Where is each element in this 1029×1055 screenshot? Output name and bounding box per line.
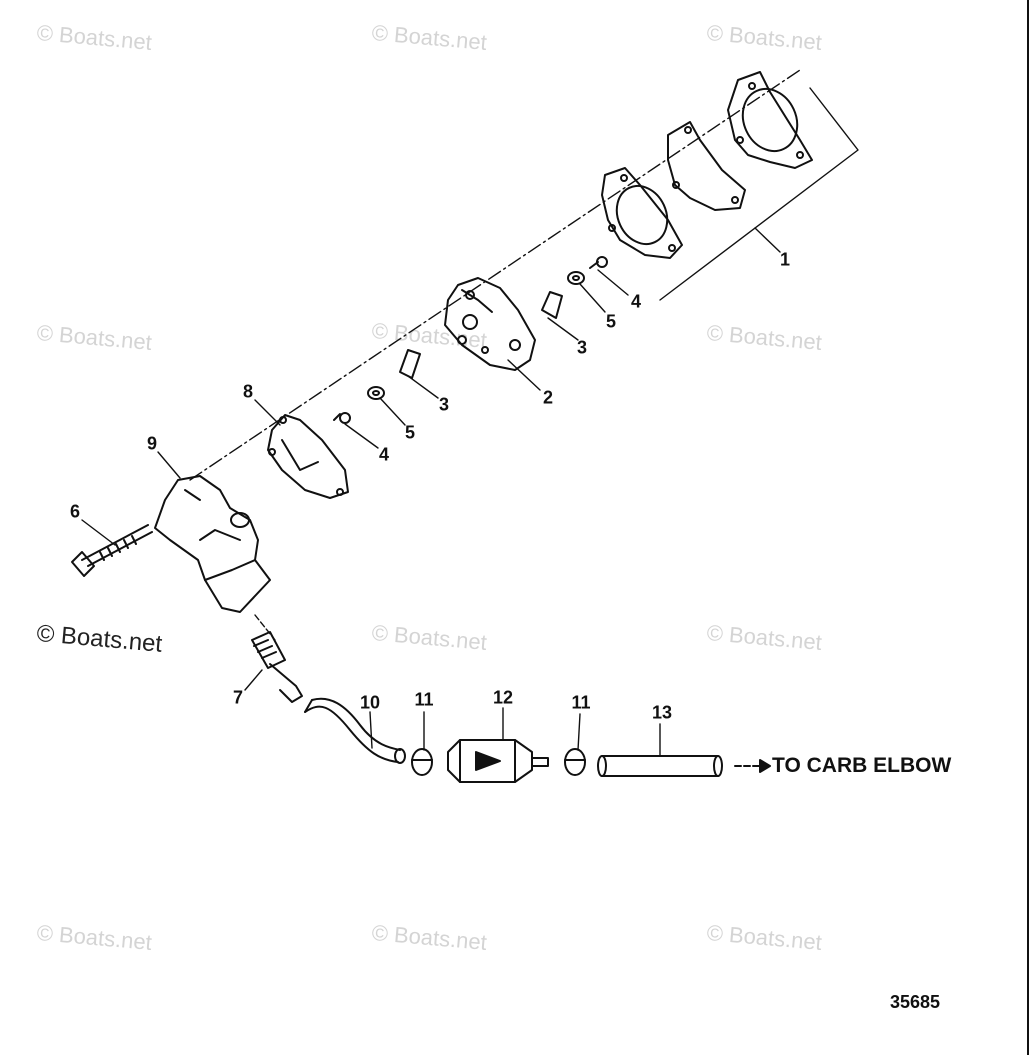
callout-7: 7 (232, 687, 244, 708)
fuel-tube (597, 755, 723, 777)
callout-8: 8 (242, 381, 254, 402)
hose-clamp-left (411, 748, 433, 776)
screw-upper (589, 256, 608, 269)
gasket-set-bracket (659, 87, 859, 301)
callout-9: 9 (146, 433, 158, 454)
check-valve-lower (399, 349, 421, 379)
leader-lines (81, 227, 781, 757)
callout-11: 11 (571, 692, 591, 713)
callout-12: 12 (492, 687, 514, 708)
bolt (71, 524, 153, 577)
check-valve-upper (541, 291, 563, 319)
callout-10: 10 (359, 692, 381, 713)
callout-6: 6 (69, 501, 81, 522)
screw-lower (333, 412, 351, 424)
fuel-filter (447, 739, 549, 783)
destination-label: TO CARB ELBOW (772, 754, 952, 777)
right-border (1027, 0, 1029, 1055)
callout-2: 2 (542, 387, 554, 408)
hose-clamp-right (564, 748, 586, 776)
gasket-left (601, 167, 683, 259)
hose-fitting (251, 631, 303, 703)
figure-number: 35685 (890, 992, 941, 1012)
gasket-right (727, 71, 813, 169)
callout-4: 4 (630, 291, 642, 312)
callout-5: 5 (404, 422, 416, 443)
fuel-hose (304, 697, 406, 764)
callout-3: 3 (576, 337, 588, 358)
pump-body (444, 277, 536, 371)
callout-13: 13 (651, 702, 673, 723)
diaphragm-plate (667, 121, 746, 211)
washer-upper (567, 271, 585, 285)
callout-3: 3 (438, 394, 450, 415)
pump-housing (154, 475, 271, 613)
callout-4: 4 (378, 444, 390, 465)
callout-1: 1 (779, 249, 791, 270)
washer-lower (367, 386, 385, 400)
pump-gasket (267, 414, 349, 499)
callout-11: 11 (414, 689, 434, 710)
callout-5: 5 (605, 311, 617, 332)
